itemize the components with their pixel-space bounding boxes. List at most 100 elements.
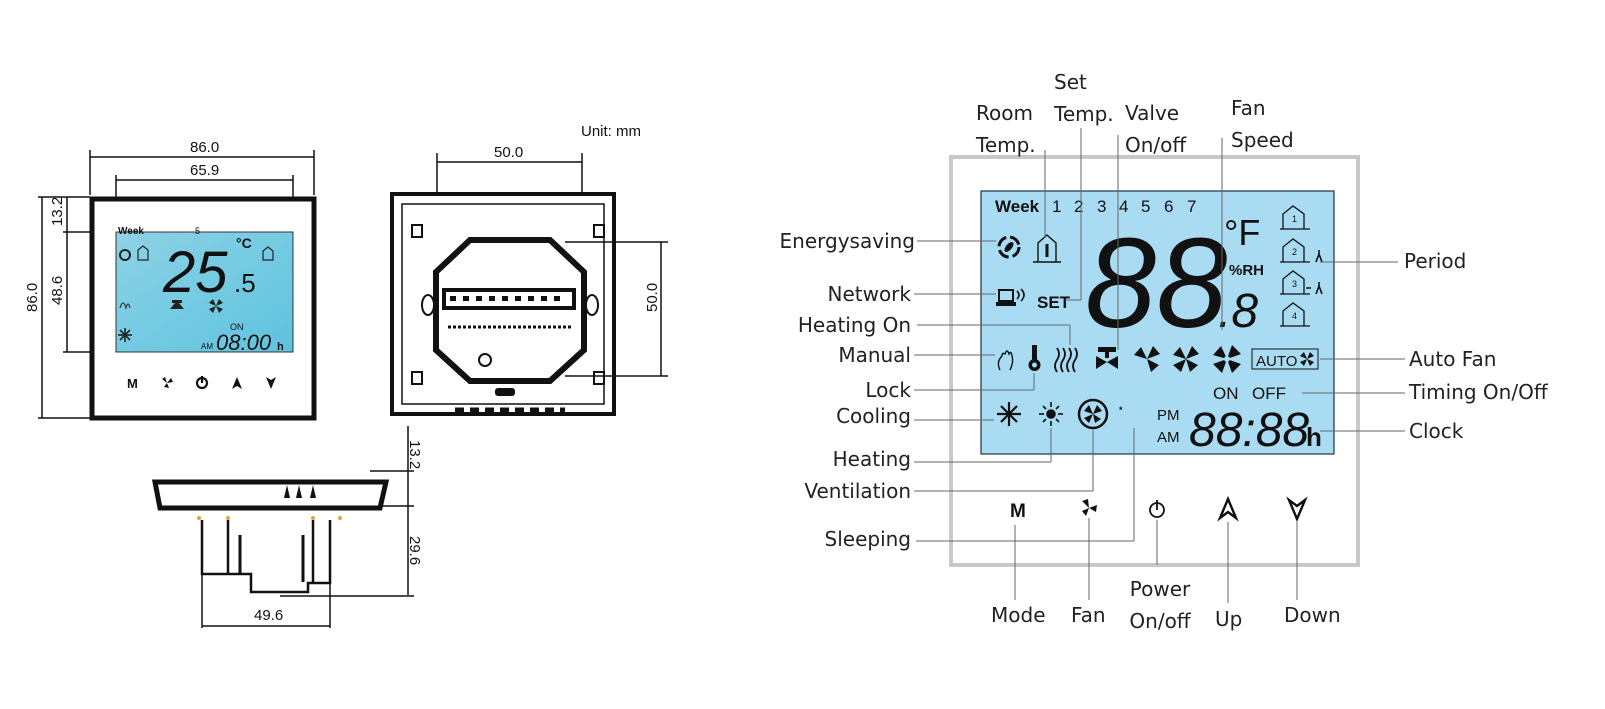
- front-temp-unit: °C: [236, 235, 252, 251]
- legend-day-1: 1: [1052, 197, 1061, 216]
- callout-mode: Mode: [991, 603, 1046, 627]
- legend-cooling-icon: [997, 402, 1021, 426]
- cooling-icon: [118, 328, 132, 342]
- front-screen-height: 48.6: [49, 276, 66, 305]
- front-up-button[interactable]: [232, 377, 242, 389]
- callout-auto-fan: Auto Fan: [1409, 347, 1497, 371]
- legend-big-digits: 88: [1085, 212, 1227, 355]
- legend-day-7: 7: [1187, 197, 1196, 216]
- front-clock: 08:00: [216, 330, 272, 355]
- callout-fan-speed: Fan Speed: [1231, 96, 1294, 152]
- clip: [593, 371, 605, 385]
- legend-power-button[interactable]: [1149, 500, 1165, 518]
- front-down-button[interactable]: [266, 377, 276, 389]
- fan-speed-icon: [209, 299, 223, 313]
- callout-fan: Fan: [1071, 603, 1106, 627]
- callout-period: Period: [1404, 249, 1467, 273]
- legend-fan-button[interactable]: [1082, 499, 1097, 516]
- front-temp-main: 25: [162, 240, 228, 305]
- front-width-outer: 86.0: [190, 139, 219, 156]
- legend-decimal-digit: .8: [1218, 285, 1258, 338]
- legend-day-6: 6: [1164, 197, 1173, 216]
- legend-network-icon: [996, 288, 1025, 306]
- front-timer-on: ON: [230, 322, 244, 332]
- legend-day-5: 5: [1141, 197, 1150, 216]
- legend-humidity-unit: %RH: [1229, 262, 1264, 279]
- legend-fan-speed-low-icon: [1134, 346, 1160, 372]
- period-icon: [262, 246, 274, 261]
- callout-up: Up: [1215, 607, 1243, 631]
- back-mount-width: 50.0: [494, 144, 523, 161]
- legend-am-label: AM: [1157, 429, 1180, 446]
- clip: [593, 224, 605, 238]
- callout-heating-on: Heating On: [797, 313, 911, 337]
- screw-slot: [585, 294, 599, 316]
- legend-lock-icon: [1028, 345, 1041, 371]
- mounting-box: [433, 237, 587, 384]
- valve-icon: [170, 300, 184, 309]
- callout-sleeping: Sleeping: [824, 527, 911, 551]
- terminals: [450, 296, 560, 301]
- legend-lcd-screen: [980, 190, 1335, 455]
- side-depth-back: 29.6: [406, 536, 423, 565]
- legend-mode-button[interactable]: M: [1010, 501, 1026, 522]
- side-markers: [197, 516, 342, 520]
- legend-day-4: 4: [1119, 197, 1128, 216]
- callout-leaders: [914, 128, 1405, 603]
- callout-down: Down: [1284, 603, 1341, 627]
- energy-saving-icon: [119, 249, 131, 261]
- legend-day-3: 3: [1097, 197, 1106, 216]
- legend-ventilation-icon: [1077, 398, 1109, 430]
- room-temp-icon: [137, 245, 149, 261]
- callout-cooling: Cooling: [836, 404, 911, 428]
- side-housing: [151, 479, 390, 511]
- legend-timer-on: ON: [1213, 384, 1239, 403]
- callout-valve: Valve On/off: [1125, 101, 1187, 157]
- legend-sleeping-icon: *: [1117, 402, 1138, 427]
- front-mode-button[interactable]: M: [127, 376, 138, 391]
- legend-valve-icon: [1096, 347, 1118, 369]
- auto-fan-icon: [1300, 352, 1314, 366]
- front-week-label: Week: [118, 226, 144, 237]
- legend-room-temp-icon: [1033, 234, 1061, 263]
- callout-ventilation: Ventilation: [804, 479, 911, 503]
- clip: [411, 224, 423, 238]
- legend-fan-speed-high-icon: [1213, 345, 1241, 373]
- legend-manual-icon: [997, 350, 1014, 371]
- legend-day-2: 2: [1074, 197, 1083, 216]
- legend-period-2: 2: [1292, 247, 1297, 257]
- callout-network: Network: [827, 282, 911, 306]
- legend-set-label: SET: [1037, 293, 1071, 312]
- callout-set-temp: Set Temp.: [1054, 70, 1114, 126]
- legend-period-3: 3: [1292, 279, 1297, 289]
- back-inner-frame: [401, 203, 605, 405]
- unit-label: Unit: mm: [581, 123, 641, 140]
- legend-energy-saving-icon: [997, 235, 1021, 259]
- legend-period-1: 1: [1292, 214, 1297, 224]
- front-width-screen: 65.9: [190, 162, 219, 179]
- side-pins: [284, 485, 316, 498]
- legend-fan-speed-mid-icon: [1173, 346, 1199, 372]
- legend-temp-unit: °F: [1224, 212, 1260, 253]
- legend-heating-on-icon: [1054, 347, 1078, 373]
- manual-icon: [119, 302, 131, 311]
- side-box: [200, 520, 332, 594]
- front-fan-button[interactable]: [162, 377, 173, 388]
- svg-text:*: *: [1119, 405, 1123, 415]
- callout-room-temp: Room Temp.: [976, 101, 1036, 157]
- side-depth-front: 13.2: [406, 440, 423, 469]
- legend-up-button[interactable]: [1217, 495, 1239, 522]
- terminal-block: [442, 288, 576, 310]
- callout-energysaving: Energysaving: [779, 229, 915, 253]
- front-power-button[interactable]: [195, 376, 209, 390]
- callout-power: Power On/off: [1129, 577, 1191, 633]
- legend-pm-label: PM: [1157, 407, 1180, 424]
- callout-clock: Clock: [1409, 419, 1464, 443]
- front-height-outer: 86.0: [24, 283, 41, 312]
- legend-down-button[interactable]: [1286, 496, 1308, 523]
- callout-timing: Timing On/Off: [1409, 380, 1548, 404]
- screw-slot: [421, 294, 435, 316]
- legend-period-4: 4: [1292, 311, 1297, 321]
- front-ampm: AM: [201, 342, 213, 351]
- front-week-day: 5: [195, 226, 200, 236]
